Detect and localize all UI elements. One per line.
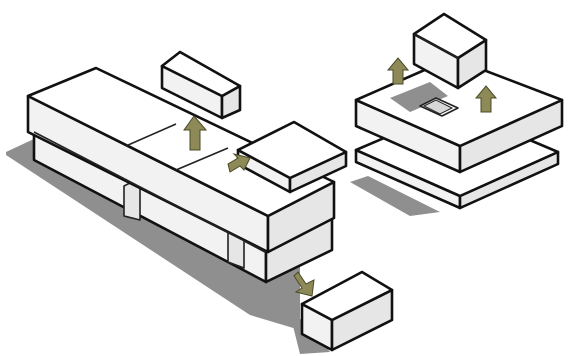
diagonal-arrow-icon: [227, 153, 251, 173]
long-bar-shadow: [6, 138, 300, 330]
extracted-block-top: [300, 270, 394, 322]
pavilion-upper-top: [354, 56, 564, 148]
up-arrow-icon: [386, 57, 410, 85]
shifted-block-top: [236, 120, 348, 180]
up-arrow-icon: [474, 85, 498, 113]
courtyard-shadow: [390, 82, 448, 112]
long-bar-roof: [26, 66, 336, 218]
lifted-block-top: [160, 50, 242, 98]
movement-arrows: [183, 57, 498, 297]
shifted-block: [236, 120, 348, 194]
right-pavilion: [354, 56, 564, 210]
pavilion-shadow: [350, 176, 440, 216]
up-arrow-icon: [183, 115, 208, 151]
raised-block-floor-line: [413, 33, 459, 59]
extracted-block: [300, 270, 394, 352]
long-bar-building: [26, 66, 336, 284]
courtyard-void-inner: [422, 99, 454, 115]
long-bar-floor-line: [33, 131, 267, 253]
raised-block: [412, 12, 488, 90]
roof-division-1: [125, 123, 177, 147]
lifted-block: [160, 50, 242, 120]
roof-division-2: [175, 147, 229, 171]
down-arrow-icon: [293, 271, 315, 297]
